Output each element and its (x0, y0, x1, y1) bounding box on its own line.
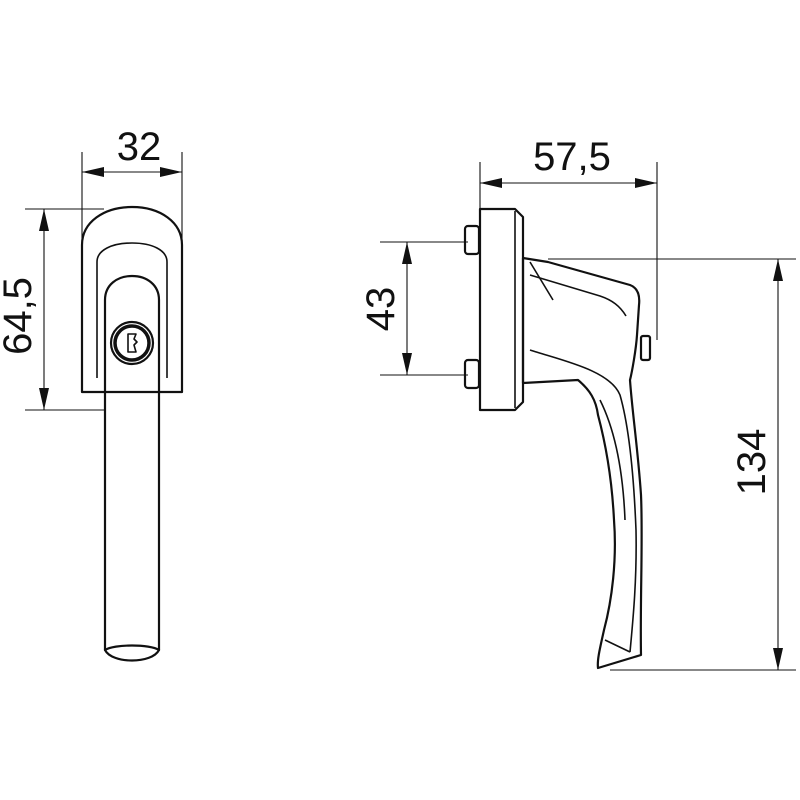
dimension-screw-spacing-label: 43 (359, 287, 403, 332)
lock-cylinder-outer (109, 320, 155, 366)
dimension-projection-label: 57,5 (533, 135, 611, 179)
front-view: 32 64,5 (0, 125, 184, 662)
handle-neck (103, 274, 161, 394)
escutcheon-outer (80, 205, 184, 394)
dimension-escutcheon-height-label: 64,5 (0, 277, 40, 355)
dimension-projection: 57,5 (479, 135, 658, 340)
escutcheon-inner (96, 242, 168, 378)
screw-top (463, 224, 481, 256)
base-plate (478, 207, 525, 412)
dimension-overall-height: 134 (548, 258, 796, 671)
keyhole-icon (127, 333, 138, 353)
lock-cylinder (109, 320, 155, 366)
handle-end-cap (103, 644, 161, 662)
dimension-escutcheon-height: 64,5 (0, 208, 104, 411)
dimension-width-label: 32 (117, 125, 162, 169)
handle-profile-outer (521, 256, 643, 670)
dimension-screw-spacing: 43 (359, 241, 468, 376)
handle-profile-inner (529, 274, 637, 653)
dimension-width: 32 (81, 125, 183, 245)
side-view: 57,5 43 134 (359, 135, 796, 671)
dimension-overall-height-label: 134 (730, 429, 774, 496)
screw-bottom (463, 358, 481, 390)
handle-lever (103, 390, 161, 652)
lock-stub (639, 334, 652, 362)
lock-cylinder-ring (113, 324, 151, 362)
handle-profile-ridge (529, 261, 626, 521)
